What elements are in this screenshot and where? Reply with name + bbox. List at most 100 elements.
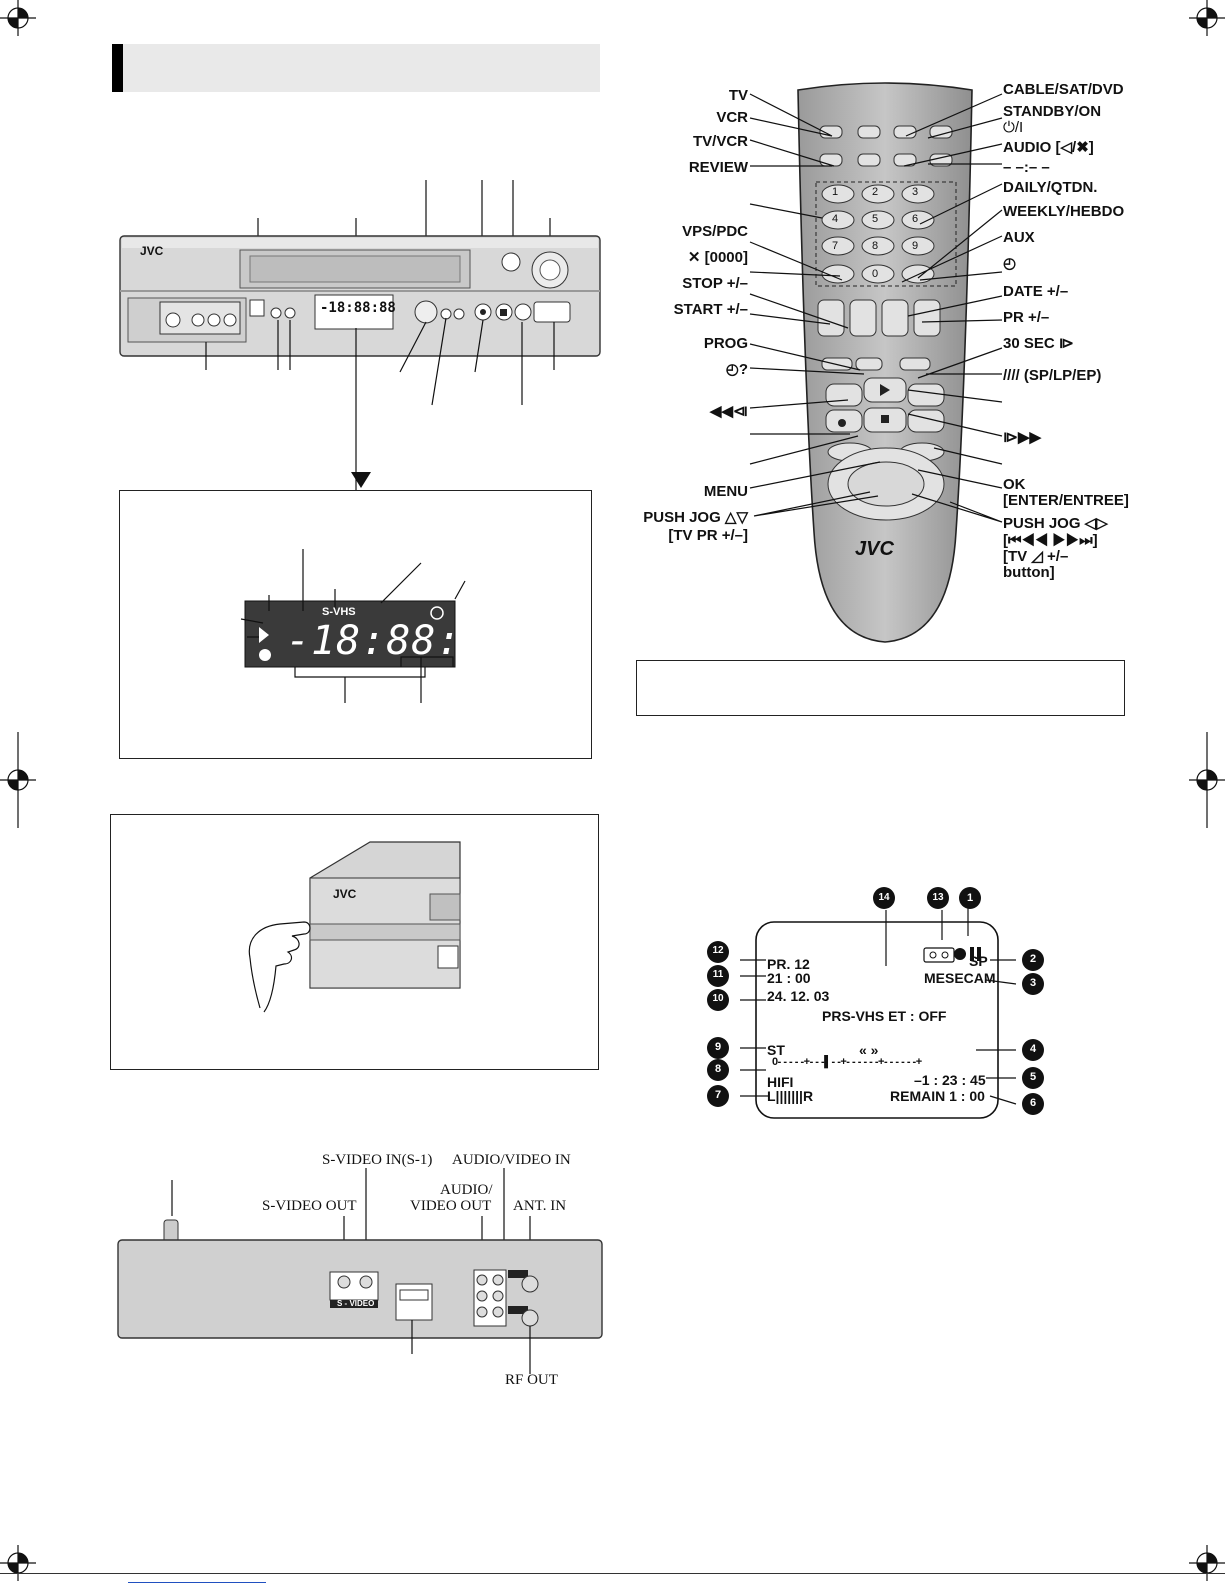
remote-key-5: 5 <box>872 213 879 225</box>
remote-label-aux: AUX <box>1003 229 1035 246</box>
front-closeup-illustration <box>248 841 461 1013</box>
display-panel-svhs: S-VHS <box>322 606 356 618</box>
osd-counter: –1 : 23 : 45 <box>914 1072 986 1088</box>
rear-panel-illustration <box>117 1168 603 1374</box>
remote-label-standby: STANDBY/ON <box>1003 103 1102 120</box>
remote-label-prog: PROG <box>703 335 748 352</box>
osd-callout-11: 11 <box>712 969 724 980</box>
remote-key-7: 7 <box>832 240 839 252</box>
osd-prs: PRS-VHS ET : OFF <box>822 1008 947 1024</box>
remote-label-standby-symbol: ⏻/I <box>1003 119 1024 136</box>
rear-svideo-strip: S - VIDEO <box>337 1299 375 1308</box>
registration-mark-mid-right <box>1189 732 1225 828</box>
osd-remain: REMAIN 1 : 00 <box>890 1088 985 1104</box>
remote-label-speed: //// (SP/LP/EP) <box>1003 367 1102 384</box>
remote-label-audio: AUDIO [◁/✖] <box>1003 139 1094 156</box>
osd-callout-5: 5 <box>1029 1071 1037 1083</box>
footer-link-underline <box>128 1582 266 1583</box>
footer-rule <box>0 1573 1225 1574</box>
section-header-bar <box>112 44 600 92</box>
remote-key-6: 6 <box>912 213 919 225</box>
osd-callout-14: 14 <box>878 892 890 903</box>
display-panel-illustration <box>240 549 466 703</box>
registration-mark-top-left <box>0 0 36 36</box>
display-panel-digits: -18:88:88 <box>286 618 512 664</box>
remote-key-8: 8 <box>872 240 879 252</box>
remote-label-push-jog-lr-3: [TV ◿ +/– <box>1003 548 1069 565</box>
rear-label-audio-video-out-2: VIDEO OUT <box>410 1198 492 1214</box>
remote-label-ok-2: [ENTER/ENTREE] <box>1003 492 1129 509</box>
osd-callout-4: 4 <box>1029 1043 1037 1055</box>
osd-callout-9: 9 <box>714 1041 722 1053</box>
remote-label-rew: ◀◀⧏ <box>709 403 748 420</box>
rear-label-s-video-out: S-VIDEO OUT <box>262 1198 357 1214</box>
rear-label-s-video-in: S-VIDEO IN(S-1) <box>322 1152 433 1168</box>
remote-label-dash: – –:– – <box>1003 159 1050 176</box>
remote-label-ff: ⧐▶▶ <box>1003 429 1042 446</box>
remote-label-30sec: 30 SEC ⧐ <box>1003 335 1074 352</box>
osd-callout-10: 10 <box>712 993 724 1004</box>
remote-label-push-jog-lr-1: PUSH JOG ◁▷ <box>1003 515 1108 532</box>
remote-label-menu: MENU <box>703 483 748 500</box>
front-panel-illustration <box>119 180 601 510</box>
osd-st: ST <box>767 1042 785 1058</box>
front-panel-brand: JVC <box>140 244 164 258</box>
remote-label-stop: STOP +/– <box>682 275 748 292</box>
remote-label-timer-q: ◴? <box>725 361 748 378</box>
remote-label-cancel: ✕ [0000] <box>687 249 748 266</box>
registration-mark-top-right <box>1189 0 1225 36</box>
osd-sp: SP <box>969 953 988 969</box>
remote-label-start: START +/– <box>673 301 748 318</box>
osd-callout-2: 2 <box>1029 953 1037 965</box>
rear-label-audio-video-in: AUDIO/VIDEO IN <box>452 1152 571 1168</box>
remote-label-push-jog-ud-2: [TV PR +/–] <box>668 527 748 544</box>
remote-label-weekly: WEEKLY/HEBDO <box>1003 203 1125 220</box>
note-box <box>636 660 1125 716</box>
remote-key-1: 1 <box>832 186 839 198</box>
remote-label-date: DATE +/– <box>1003 283 1069 300</box>
osd-time: 21 : 00 <box>767 970 811 986</box>
remote-label-vps-pdc: VPS/PDC <box>682 223 748 240</box>
osd-callout-6: 6 <box>1029 1097 1037 1109</box>
registration-mark-bottom-left <box>0 1545 36 1581</box>
osd-callout-13: 13 <box>932 892 944 903</box>
remote-label-review: REVIEW <box>688 159 748 176</box>
registration-mark-bottom-right <box>1189 1545 1225 1581</box>
osd-arrows: « » <box>859 1042 879 1058</box>
remote-label-cable: CABLE/SAT/DVD <box>1003 81 1124 98</box>
front-panel-display-digits: -18:88:88 <box>320 300 396 316</box>
remote-key-9: 9 <box>912 240 919 252</box>
remote-label-push-jog-lr-2: [⏮◀◀ ▶▶⏭] <box>1003 532 1098 549</box>
remote-brand: JVC <box>855 538 894 560</box>
remote-key-4: 4 <box>832 213 839 225</box>
registration-mark-mid-left <box>0 732 36 828</box>
osd-illustration <box>707 887 1044 1119</box>
remote-label-tv-vcr: TV/VCR <box>692 133 748 150</box>
osd-callout-7: 7 <box>714 1089 722 1101</box>
remote-label-daily: DAILY/QTDN. <box>1003 179 1098 196</box>
remote-label-push-jog-lr-4: button] <box>1003 564 1055 581</box>
remote-label-vcr: VCR <box>716 109 748 126</box>
osd-callout-8: 8 <box>714 1063 722 1075</box>
osd-callout-12: 12 <box>712 945 724 956</box>
remote-key-2: 2 <box>872 186 879 198</box>
osd-callout-3: 3 <box>1029 977 1037 989</box>
remote-leader-lines <box>749 93 1003 523</box>
remote-label-ok-1: OK <box>1003 476 1026 493</box>
osd-pr: PR. 12 <box>767 956 810 972</box>
remote-label-push-jog-ud-1: PUSH JOG △▽ <box>643 509 748 526</box>
section-header-tab <box>112 44 123 92</box>
rear-label-ant-in: ANT. IN <box>513 1198 567 1214</box>
remote-label-pr: PR +/– <box>1003 309 1050 326</box>
remote-key-0: 0 <box>872 268 879 280</box>
osd-mesecam: MESECAM <box>924 970 996 986</box>
remote-key-3: 3 <box>912 186 919 198</box>
osd-scale: 0- - - - -+- - -▌- -+- - - - - -+- - - -… <box>772 1056 922 1068</box>
front-closeup-brand: JVC <box>333 887 357 901</box>
osd-callout-1: 1 <box>966 892 974 904</box>
rear-label-audio-video-out-1: AUDIO/ <box>440 1182 493 1198</box>
osd-hifi: HIFI <box>767 1074 794 1090</box>
osd-date: 24. 12. 03 <box>767 988 830 1004</box>
remote-label-tv: TV <box>728 87 748 104</box>
remote-label-timer: ◴ <box>1003 255 1017 272</box>
